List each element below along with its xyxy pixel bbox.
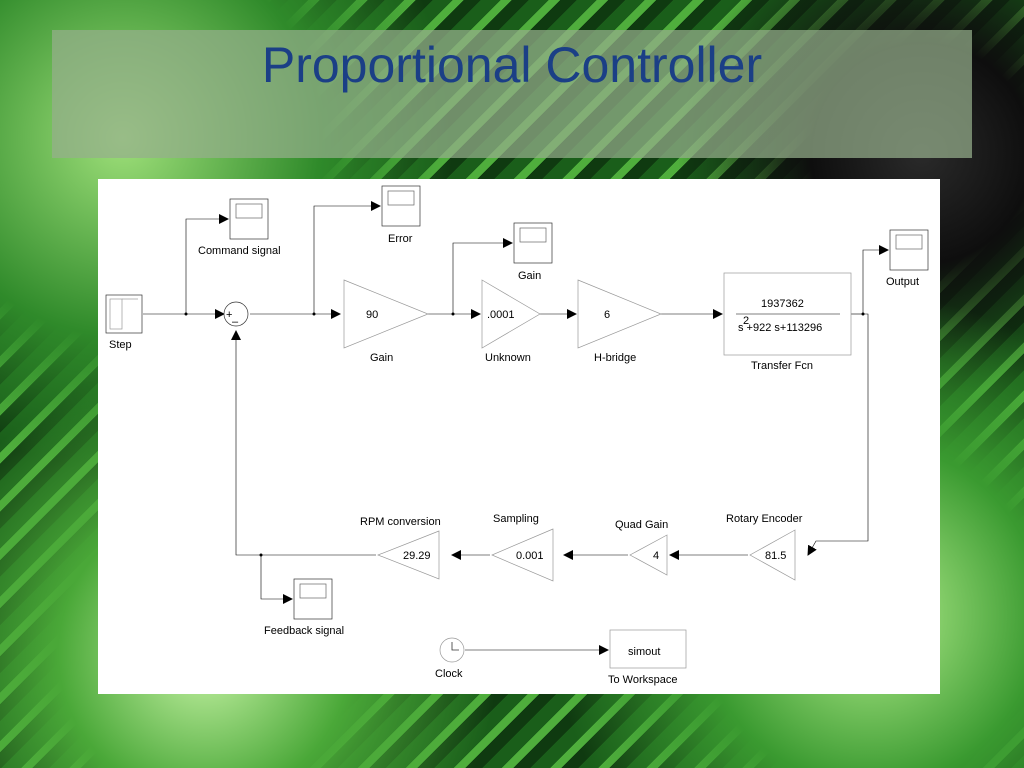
rotary-encoder-label: Rotary Encoder <box>726 513 803 525</box>
rotary-encoder-block[interactable] <box>749 529 796 581</box>
clock-label: Clock <box>435 668 463 680</box>
rpm-conversion-block[interactable] <box>377 530 440 580</box>
error-label: Error <box>388 233 413 245</box>
gain-scope-label: Gain <box>518 270 541 282</box>
wire-rpm-sum <box>231 330 376 556</box>
unknown-label: Unknown <box>485 352 531 364</box>
title-banner: Proportional Controller <box>52 30 972 158</box>
gain-scope[interactable] <box>513 222 553 264</box>
tf-numerator: 1937362 <box>761 298 804 310</box>
slide-title: Proportional Controller <box>261 37 763 93</box>
gain-block[interactable] <box>343 279 429 349</box>
wire-gain-scope <box>452 238 513 314</box>
clock-block[interactable] <box>439 637 465 663</box>
feedback-signal-scope[interactable] <box>293 578 333 620</box>
step-block[interactable] <box>105 294 143 334</box>
hbridge-block[interactable] <box>577 279 662 349</box>
simulink-diagram: Step Command signal Error Gain Output + … <box>98 179 940 694</box>
quad-gain-label: Quad Gain <box>615 519 668 531</box>
sampling-value: 0.001 <box>516 550 544 562</box>
wire-feedback-signal <box>260 555 293 604</box>
to-workspace-label: To Workspace <box>608 674 678 686</box>
to-workspace-block[interactable] <box>609 629 687 669</box>
hbridge-label: H-bridge <box>594 352 636 364</box>
unknown-value: .0001 <box>487 309 515 321</box>
tf-exponent: 2 <box>743 315 749 327</box>
wire-output <box>862 245 889 314</box>
sum-block[interactable]: + – <box>223 301 249 328</box>
transfer-fcn-block[interactable] <box>723 272 852 356</box>
svg-text:–: – <box>232 316 239 328</box>
junction-dot <box>451 312 455 316</box>
output-scope[interactable] <box>889 229 929 271</box>
error-scope[interactable] <box>381 185 421 227</box>
sampling-block[interactable] <box>491 528 554 582</box>
sampling-label: Sampling <box>493 513 539 525</box>
hbridge-value: 6 <box>604 309 610 321</box>
unknown-block[interactable] <box>481 279 541 349</box>
wire-error <box>313 201 381 314</box>
quad-gain-block[interactable] <box>629 534 668 576</box>
tf-denominator: s +922 s+113296 <box>738 322 822 334</box>
gain-value: 90 <box>366 309 378 321</box>
wire-command-signal <box>185 214 229 314</box>
rpm-conversion-label: RPM conversion <box>360 516 441 528</box>
rotary-encoder-value: 81.5 <box>765 550 786 562</box>
junction-dot <box>259 553 263 557</box>
gain-label: Gain <box>370 352 393 364</box>
svg-text:+: + <box>226 309 232 321</box>
diagram-svg: Step Command signal Error Gain Output + … <box>105 185 929 686</box>
output-label: Output <box>886 276 919 288</box>
command-signal-label: Command signal <box>198 245 281 257</box>
wire-feedback-start <box>807 313 869 556</box>
junction-dot <box>312 312 316 316</box>
to-workspace-value: simout <box>628 646 660 658</box>
quad-gain-value: 4 <box>653 550 659 562</box>
junction-dot <box>184 312 188 316</box>
tf-label: Transfer Fcn <box>751 360 813 372</box>
command-signal-scope[interactable] <box>229 198 269 240</box>
rpm-conversion-value: 29.29 <box>403 550 431 562</box>
step-label: Step <box>109 339 132 351</box>
feedback-signal-label: Feedback signal <box>264 625 344 637</box>
